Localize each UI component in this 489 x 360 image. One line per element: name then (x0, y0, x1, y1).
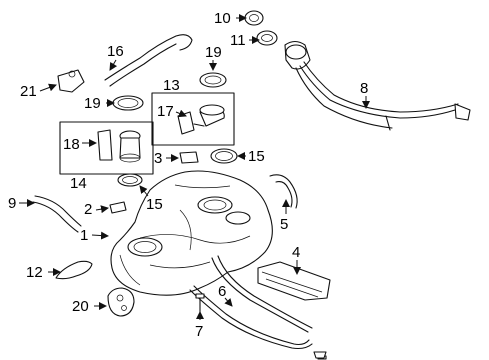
part-4-heat-shield (257, 261, 331, 301)
callout-6: 6 (218, 283, 226, 300)
part-13-box (151, 92, 235, 146)
callout-14: 14 (70, 175, 87, 192)
part-19-ring-left (112, 95, 144, 111)
part-15-ring-left (117, 173, 143, 187)
callout-19-right: 19 (205, 44, 222, 61)
part-11-ring (256, 30, 278, 46)
callout-4: 4 (292, 244, 300, 261)
callout-13: 13 (163, 77, 180, 94)
part-14-box (59, 121, 154, 175)
callout-18: 18 (63, 136, 80, 153)
fuel-tank (110, 170, 273, 296)
part-19-ring-right (199, 72, 227, 88)
leader-lines (19, 14, 370, 320)
callout-7-right: 7 (342, 358, 350, 360)
callout-12: 12 (26, 264, 43, 281)
callout-19-left: 19 (84, 95, 101, 112)
part-7-bolts (195, 293, 327, 360)
part-8-filler-pipe (284, 40, 471, 131)
part-16-vent-hose (104, 34, 193, 87)
callout-7-left: 7 (195, 323, 203, 340)
part-5-hose (269, 174, 298, 209)
callout-21: 21 (20, 83, 37, 100)
callout-15-right: 15 (248, 148, 265, 165)
part-17-pump-module (177, 104, 225, 135)
callout-1: 1 (80, 227, 88, 244)
callout-17: 17 (157, 103, 174, 120)
callout-2: 2 (84, 201, 92, 218)
part-18-sender (97, 129, 141, 163)
callout-3: 3 (154, 150, 162, 167)
part-21-clip (57, 69, 85, 93)
part-10-cap (244, 10, 264, 26)
callout-11: 11 (230, 32, 246, 49)
callout-5: 5 (280, 216, 288, 233)
part-2-pad (109, 201, 127, 214)
part-12-bracket (55, 260, 93, 280)
part-3-pad (179, 151, 199, 164)
part-9-hose (32, 195, 82, 233)
callout-10: 10 (214, 10, 231, 27)
callout-9: 9 (8, 195, 16, 212)
callout-20: 20 (72, 298, 89, 315)
callout-8: 8 (360, 80, 368, 97)
callout-16: 16 (107, 43, 124, 60)
part-20-bracket (107, 287, 135, 317)
part-6-straps (189, 255, 313, 350)
callout-15-left: 15 (146, 196, 163, 213)
part-15-ring-right (210, 148, 238, 164)
